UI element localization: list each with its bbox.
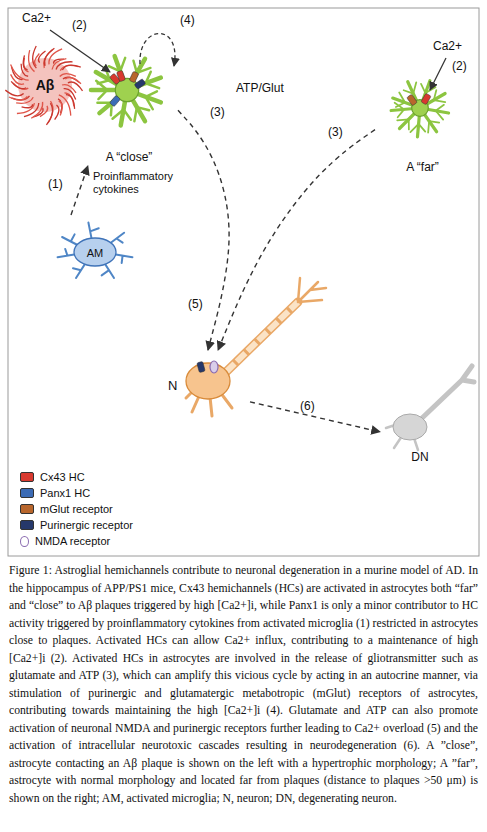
dashed-arrow <box>218 130 375 350</box>
legend-label: Cx43 HC <box>40 470 85 484</box>
legend-label: mGlut receptor <box>40 502 113 516</box>
legend-swatch <box>20 504 34 514</box>
neuron-node: DN <box>380 404 460 466</box>
dashed-arrow <box>250 402 380 432</box>
figure-caption: Figure 1: Astroglial hemichannels contri… <box>9 562 478 807</box>
plaque-node: Aβ <box>14 55 76 115</box>
panx1-hemichannel <box>109 95 120 107</box>
legend-swatch <box>20 536 29 547</box>
cx43-hemichannel <box>116 70 125 81</box>
signal-label: ATP/Glut <box>236 82 284 95</box>
neuron <box>186 278 326 416</box>
amyloid-plaque <box>5 46 82 125</box>
astrocyte-node: A “close” <box>80 42 178 166</box>
annotation-text: Proinflammatory cytokines <box>93 170 185 196</box>
callout-label: (3) <box>210 106 225 119</box>
purinergic-receptor <box>134 79 146 90</box>
legend-item: Panx1 HC <box>20 486 90 500</box>
calcium-influx-arrow <box>50 30 110 72</box>
neuron-node: N <box>166 350 250 422</box>
nmda-receptor <box>210 361 218 373</box>
callout-label: Ca2+ <box>22 12 51 25</box>
node-label: Aβ <box>36 78 55 92</box>
callout-label: (2) <box>72 19 87 32</box>
callout-label: (3) <box>328 126 343 139</box>
legend-item: Cx43 HC <box>20 470 85 484</box>
dashed-arrow <box>71 166 88 215</box>
astrocyte-node: A “far” <box>375 60 470 176</box>
callout-label: Ca2+ <box>433 40 462 53</box>
node-label: AM <box>87 246 104 260</box>
callout-label: (2) <box>452 60 467 73</box>
legend-item: NMDA receptor <box>20 534 110 548</box>
legend-swatch <box>20 488 34 498</box>
activated-microglia <box>58 222 133 278</box>
legend-swatch <box>20 472 34 482</box>
legend-item: Purinergic receptor <box>20 518 133 532</box>
legend-swatch <box>20 520 34 530</box>
node-label: A “far” <box>406 160 439 174</box>
cx43-hemichannel <box>421 93 431 105</box>
callout-label: (1) <box>48 178 63 191</box>
purinergic-receptor <box>197 361 205 372</box>
callout-label: (4) <box>180 14 195 27</box>
legend-item: mGlut receptor <box>20 502 113 516</box>
astrocyte-far <box>391 81 448 137</box>
mglut-receptor <box>129 71 139 83</box>
legend-label: NMDA receptor <box>35 534 110 548</box>
degenerating-neuron <box>386 366 474 450</box>
mglut-receptor <box>407 94 418 106</box>
node-label: A “close” <box>106 150 153 164</box>
figure-frame <box>8 8 479 556</box>
calcium-influx-arrow <box>430 58 446 90</box>
callout-label: (6) <box>300 400 315 413</box>
callout-label: (5) <box>188 298 203 311</box>
legend-label: Purinergic receptor <box>40 518 133 532</box>
autocrine-loop-arrow <box>140 34 175 67</box>
legend-label: Panx1 HC <box>40 486 90 500</box>
dashed-arrow <box>178 110 229 350</box>
microglia-node: AM <box>55 215 135 291</box>
node-label: N <box>168 379 177 393</box>
node-label: DN <box>411 450 428 464</box>
